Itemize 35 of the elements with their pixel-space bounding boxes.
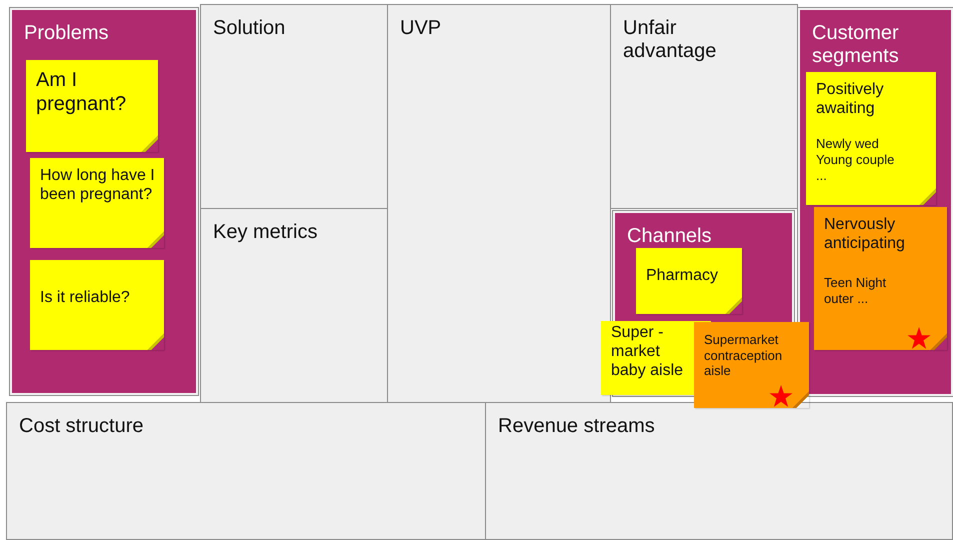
section-panel: [485, 402, 953, 540]
section-heading: Revenue streams: [498, 415, 656, 438]
note-text: Is it reliable?: [40, 288, 131, 308]
section-panel: [10, 8, 198, 395]
section-heading: Cost structure: [19, 415, 144, 438]
section-panel: [387, 4, 611, 403]
section-heading: Solution: [213, 17, 286, 40]
sticky-note: [636, 248, 742, 314]
section-heading: Unfair advantage: [623, 17, 718, 63]
section-panel: [200, 4, 388, 209]
section-panel: [798, 8, 953, 396]
section-heading: Problems: [24, 22, 110, 45]
section-panel: [200, 208, 388, 403]
section-heading: Customer segments: [812, 22, 900, 68]
sticky-note: [30, 158, 164, 248]
sticky-note: [814, 207, 947, 350]
section-heading: UVP: [400, 17, 442, 40]
note-text: Am I pregnant?: [36, 68, 128, 116]
section-panel: [610, 4, 798, 209]
sticky-note: [694, 322, 809, 408]
sticky-note: [26, 60, 158, 152]
note-text: Nervously anticipating: [824, 215, 906, 254]
sticky-note: [806, 72, 936, 205]
note-text: Pharmacy: [646, 266, 720, 286]
section-heading: Key metrics: [213, 221, 318, 244]
note-detail: Newly wed Young couple ...: [816, 136, 896, 184]
sticky-note: [30, 260, 164, 350]
note-text: How long have I been pregnant?: [40, 166, 156, 204]
note-detail: Teen Night outer ...: [824, 275, 888, 307]
note-text: Supermarket contraception aisle: [704, 332, 784, 379]
note-text: Super -market baby aisle: [611, 323, 684, 381]
section-panel: [6, 402, 486, 540]
section-heading: Channels: [627, 225, 713, 248]
section-panel: [613, 211, 794, 396]
note-text: Positively awaiting: [816, 80, 885, 118]
